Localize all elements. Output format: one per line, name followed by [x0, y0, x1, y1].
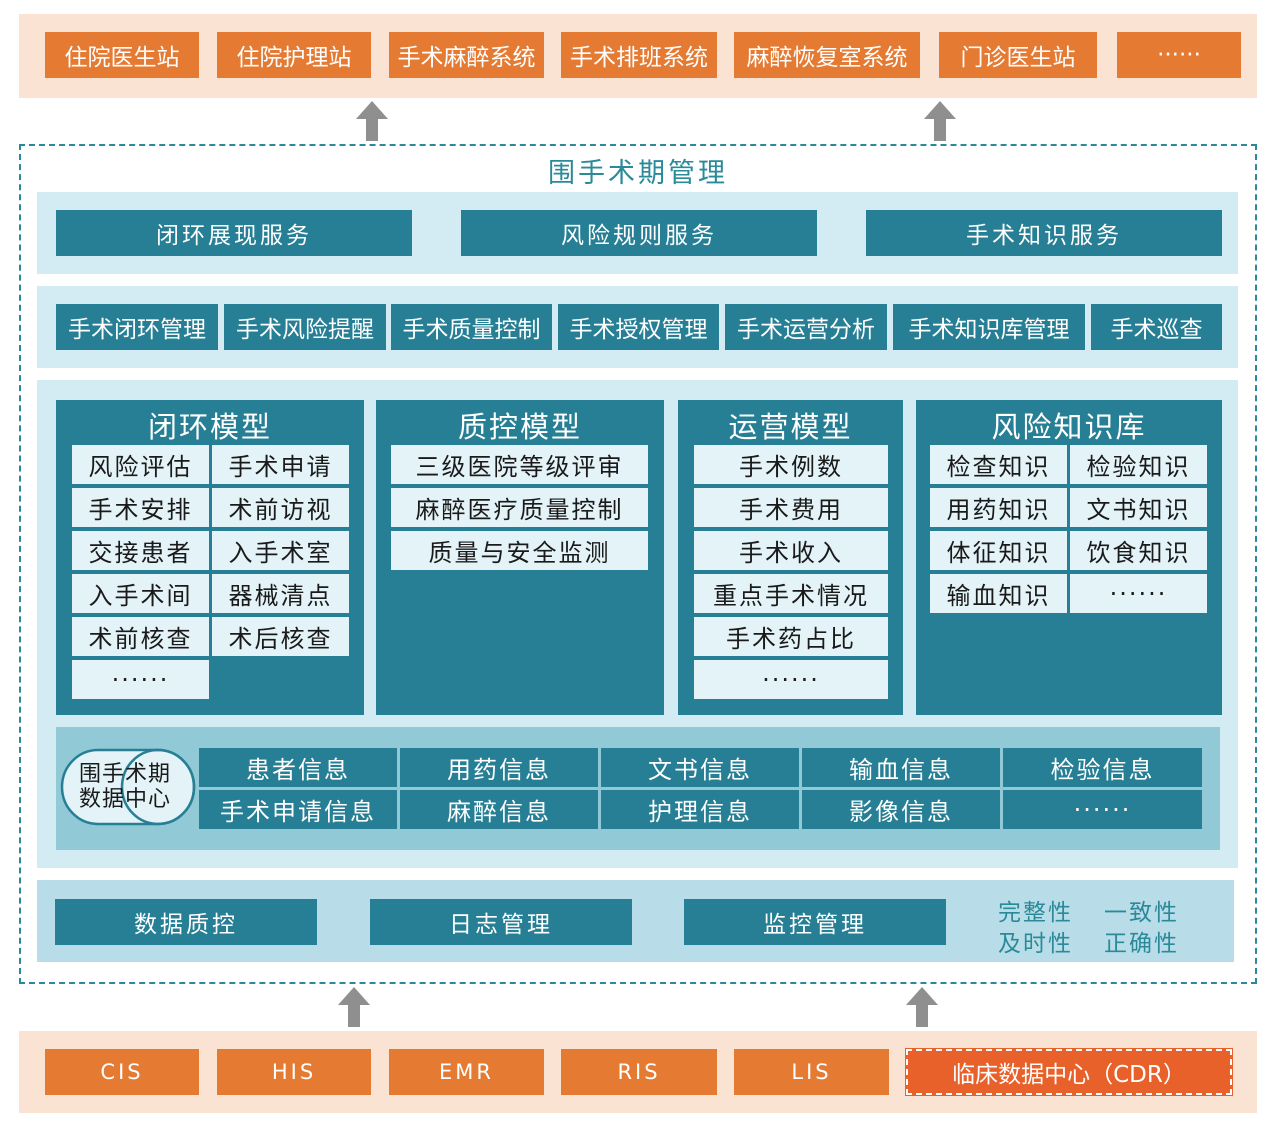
- source-ris: RIS: [561, 1049, 717, 1095]
- data-item: 检验信息: [1003, 748, 1202, 787]
- data-item: 文书信息: [601, 748, 799, 787]
- model-item: 手术申请: [212, 445, 349, 484]
- system-inpatient-nursing: 住院护理站: [217, 32, 371, 78]
- model-item: 质量与安全监测: [391, 531, 648, 570]
- system-scheduling: 手术排班系统: [561, 32, 717, 78]
- model-item: 交接患者: [72, 531, 209, 570]
- model-item: ······: [694, 660, 888, 699]
- function-risk-alert: 手术风险提醒: [224, 304, 386, 350]
- model-item: 入手术间: [72, 574, 209, 613]
- function-closed-loop: 手术闭环管理: [56, 304, 218, 350]
- function-quality-control: 手术质量控制: [391, 304, 552, 350]
- model-item: 体征知识: [930, 531, 1067, 570]
- source-lis: LIS: [734, 1049, 889, 1095]
- data-cylinder-icon: [60, 748, 196, 826]
- model-item: 文书知识: [1070, 488, 1207, 527]
- model-item: 麻醉医疗质量控制: [391, 488, 648, 527]
- up-arrow-icon: [924, 101, 956, 141]
- service-knowledge: 手术知识服务: [866, 210, 1222, 256]
- data-item: 麻醉信息: [400, 790, 598, 829]
- management-logs: 日志管理: [370, 899, 632, 945]
- model-item: 风险评估: [72, 445, 209, 484]
- model-item: ······: [72, 660, 209, 699]
- system-anesthesia: 手术麻醉系统: [389, 32, 544, 78]
- source-cdr: 临床数据中心（CDR）: [905, 1048, 1233, 1096]
- model-item: 器械清点: [212, 574, 349, 613]
- model-item: 手术费用: [694, 488, 888, 527]
- data-item: 输血信息: [802, 748, 1000, 787]
- service-risk-rules: 风险规则服务: [461, 210, 817, 256]
- frame-title: 围手术期管理: [548, 158, 728, 189]
- function-authorization: 手术授权管理: [558, 304, 719, 350]
- up-arrow-icon: [338, 987, 370, 1027]
- data-center-label-line1: 围手术期: [78, 762, 171, 787]
- model-item: 术后核查: [212, 617, 349, 656]
- source-emr: EMR: [389, 1049, 544, 1095]
- model-item: 手术安排: [72, 488, 209, 527]
- model-item: 手术收入: [694, 531, 888, 570]
- model-item: 入手术室: [212, 531, 349, 570]
- model-item: 用药知识: [930, 488, 1067, 527]
- quality-model-title: 质控模型: [457, 410, 582, 444]
- data-center-panel: [56, 727, 1220, 850]
- quality-timeliness: 及时性: [998, 931, 1073, 957]
- model-item: 检验知识: [1070, 445, 1207, 484]
- data-item: ······: [1003, 790, 1202, 829]
- data-item: 手术申请信息: [199, 790, 397, 829]
- data-center-label-line2: 数据中心: [78, 787, 171, 812]
- up-arrow-icon: [906, 987, 938, 1027]
- function-knowledge-base: 手术知识库管理: [893, 304, 1085, 350]
- source-cis: CIS: [45, 1049, 199, 1095]
- function-inspection: 手术巡查: [1091, 304, 1222, 350]
- operation-model-title: 运营模型: [728, 410, 853, 444]
- risk-knowledge-title: 风险知识库: [991, 410, 1147, 444]
- data-item: 护理信息: [601, 790, 799, 829]
- model-item: 术前访视: [212, 488, 349, 527]
- quality-completeness: 完整性: [998, 900, 1073, 926]
- function-operation-analysis: 手术运营分析: [725, 304, 887, 350]
- model-item: ······: [1070, 574, 1207, 613]
- quality-consistency: 一致性: [1104, 900, 1179, 926]
- model-item: 术前核查: [72, 617, 209, 656]
- up-arrow-icon: [356, 101, 388, 141]
- closed-loop-model-title: 闭环模型: [147, 410, 272, 444]
- system-outpatient-doctor: 门诊医生站: [939, 32, 1097, 78]
- model-item: 检查知识: [930, 445, 1067, 484]
- source-his: HIS: [217, 1049, 371, 1095]
- model-item: 手术药占比: [694, 617, 888, 656]
- management-monitoring: 监控管理: [684, 899, 946, 945]
- management-data-quality: 数据质控: [55, 899, 317, 945]
- model-item: 手术例数: [694, 445, 888, 484]
- system-inpatient-doctor: 住院医生站: [45, 32, 199, 78]
- service-closed-loop: 闭环展现服务: [56, 210, 412, 256]
- model-item: 三级医院等级评审: [391, 445, 648, 484]
- model-item: 重点手术情况: [694, 574, 888, 613]
- system-recovery-room: 麻醉恢复室系统: [734, 32, 920, 78]
- model-item: 输血知识: [930, 574, 1067, 613]
- data-item: 用药信息: [400, 748, 598, 787]
- system-more: ······: [1117, 32, 1241, 78]
- data-item: 患者信息: [199, 748, 397, 787]
- data-item: 影像信息: [802, 790, 1000, 829]
- data-center-label: 围手术期 数据中心: [62, 762, 188, 814]
- quality-correctness: 正确性: [1104, 931, 1179, 957]
- model-item: 饮食知识: [1070, 531, 1207, 570]
